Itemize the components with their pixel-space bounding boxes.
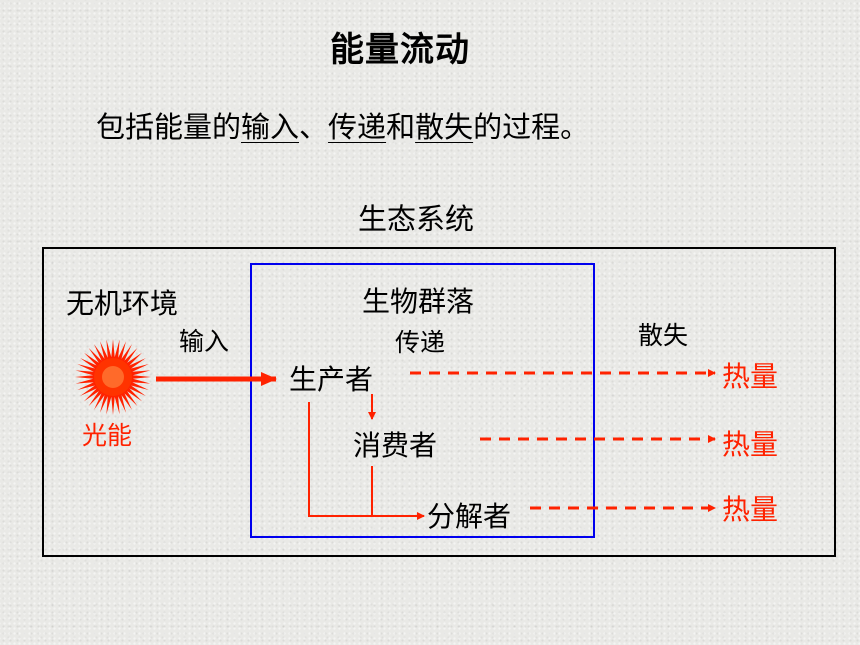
heat-label-decomposer: 热量 [722,493,779,526]
light-energy-label: 光能 [82,421,133,450]
decomposer-label: 分解者 [427,500,512,533]
heat-label-producer: 热量 [722,360,779,393]
description: 包括能量的输入、传递和散失的过程。 [96,104,589,146]
page-title: 能量流动 [330,30,470,70]
transfer-label: 传递 [395,328,446,357]
description-input: 输入 [241,110,300,144]
producer-to-decomposer-arrow [308,402,425,520]
description-suffix: 的过程。 [473,110,590,144]
community-box [250,263,595,538]
sun-icon [75,339,151,415]
description-sep: 、 [299,110,329,144]
ecosystem-box [42,247,836,557]
producer-label: 生产者 [289,363,374,396]
consumer-label: 消费者 [353,429,438,462]
heat-label-consumer: 热量 [722,428,779,461]
dissipation-label: 散失 [638,321,689,350]
abiotic-environment-label: 无机环境 [66,287,179,320]
description-dissipation: 散失 [415,110,474,144]
description-and: 和 [386,110,416,144]
ecosystem-label: 生态系统 [358,202,475,236]
community-label: 生物群落 [362,285,475,318]
description-transfer: 传递 [328,110,387,144]
input-label: 输入 [179,327,230,356]
description-prefix: 包括能量的 [96,110,242,144]
